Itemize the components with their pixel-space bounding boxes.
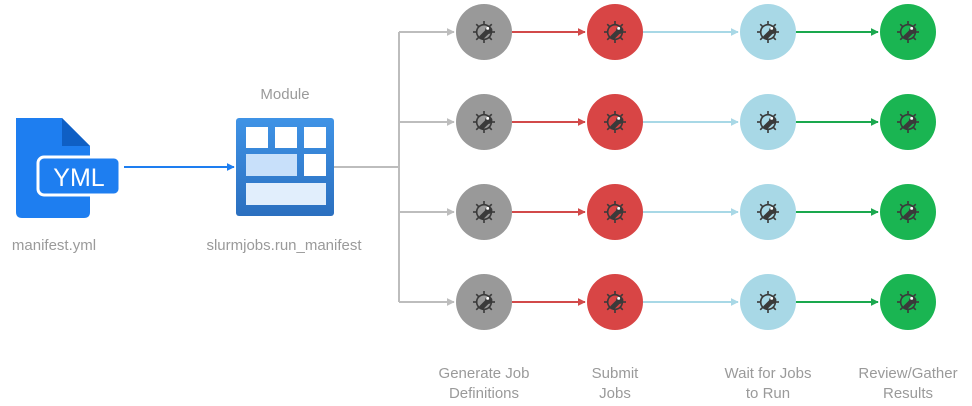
stage-label-line2: Jobs <box>599 385 631 402</box>
wrench-gear-icon <box>756 290 780 314</box>
stage-node <box>740 184 796 240</box>
stage-label-line1: Wait for Jobs <box>724 365 812 382</box>
stage-node <box>740 94 796 150</box>
stage-node <box>456 94 512 150</box>
pipeline-lanes <box>399 4 936 330</box>
file-label: manifest.yml <box>11 237 97 254</box>
wrench-gear-icon <box>896 110 920 134</box>
wrench-gear-icon <box>472 110 496 134</box>
stage-label-line1: Generate Job <box>438 365 530 382</box>
wrench-gear-icon <box>756 110 780 134</box>
wrench-gear-icon <box>603 110 627 134</box>
wrench-gear-icon <box>896 20 920 44</box>
stage-label-line2: to Run <box>745 385 791 402</box>
stage-node <box>587 274 643 330</box>
module-title: Module <box>260 86 310 103</box>
wrench-gear-icon <box>603 290 627 314</box>
stage-node <box>456 184 512 240</box>
wrench-gear-icon <box>603 20 627 44</box>
stage-node <box>456 274 512 330</box>
yaml-file-icon: YML <box>16 118 122 218</box>
wrench-gear-icon <box>896 200 920 224</box>
stage-label-line2: Definitions <box>448 385 520 402</box>
wrench-gear-icon <box>756 20 780 44</box>
stage-node <box>880 4 936 60</box>
stage-label-line1: Submit <box>591 365 639 382</box>
pipeline-lane <box>399 274 936 330</box>
stage-node <box>587 4 643 60</box>
stage-label: Wait for Jobs to Run <box>703 364 833 404</box>
yaml-badge: YML <box>53 164 105 192</box>
wrench-gear-icon <box>472 290 496 314</box>
stage-node <box>880 184 936 240</box>
stage-node <box>880 94 936 150</box>
stage-node <box>587 184 643 240</box>
wrench-gear-icon <box>472 20 496 44</box>
wrench-gear-icon <box>472 200 496 224</box>
stage-node <box>880 274 936 330</box>
stage-node <box>587 94 643 150</box>
stage-node <box>456 4 512 60</box>
module-label: slurmjobs.run_manifest <box>206 237 362 254</box>
pipeline-lane <box>399 184 936 240</box>
stage-label-line2: Results <box>882 385 934 402</box>
wrench-gear-icon <box>603 200 627 224</box>
module-grid-icon <box>236 118 334 216</box>
module-connector <box>334 32 400 302</box>
pipeline-lane <box>399 94 936 150</box>
stage-node <box>740 4 796 60</box>
stage-label-line1: Review/Gather <box>858 365 958 382</box>
wrench-gear-icon <box>756 200 780 224</box>
pipeline-lane <box>399 4 936 60</box>
stage-node <box>740 274 796 330</box>
wrench-gear-icon <box>896 290 920 314</box>
